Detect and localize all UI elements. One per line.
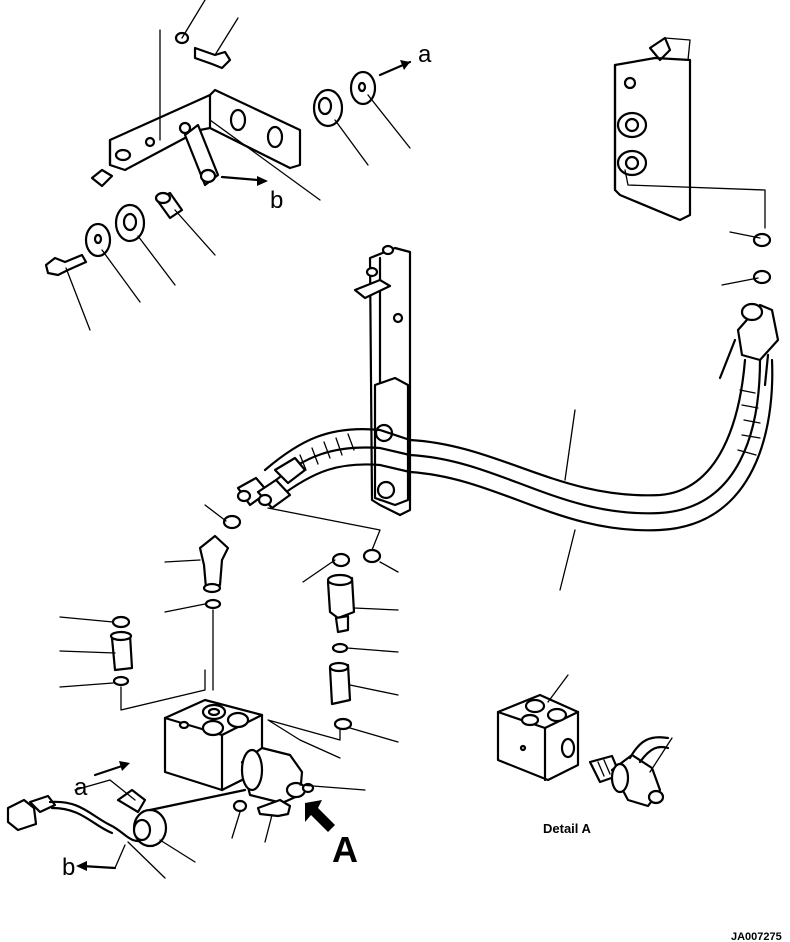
detail-a-view	[496, 674, 673, 808]
hose-bracket-and-hoses	[236, 244, 780, 591]
view-label-a: A	[332, 829, 358, 870]
solenoid-valve-block	[6, 698, 366, 879]
valve-fittings	[59, 504, 399, 759]
drawing-id: JA007275	[731, 931, 782, 942]
ref-label-b-top: b	[270, 187, 283, 214]
mount-bracket-right	[613, 36, 772, 286]
detail-a-caption: Detail A	[543, 821, 592, 836]
bracket-assembly	[44, 0, 412, 331]
ref-label-a-top: a	[418, 41, 432, 68]
ref-label-a-bottom: a	[74, 774, 88, 801]
ref-label-b-bottom: b	[62, 854, 75, 881]
